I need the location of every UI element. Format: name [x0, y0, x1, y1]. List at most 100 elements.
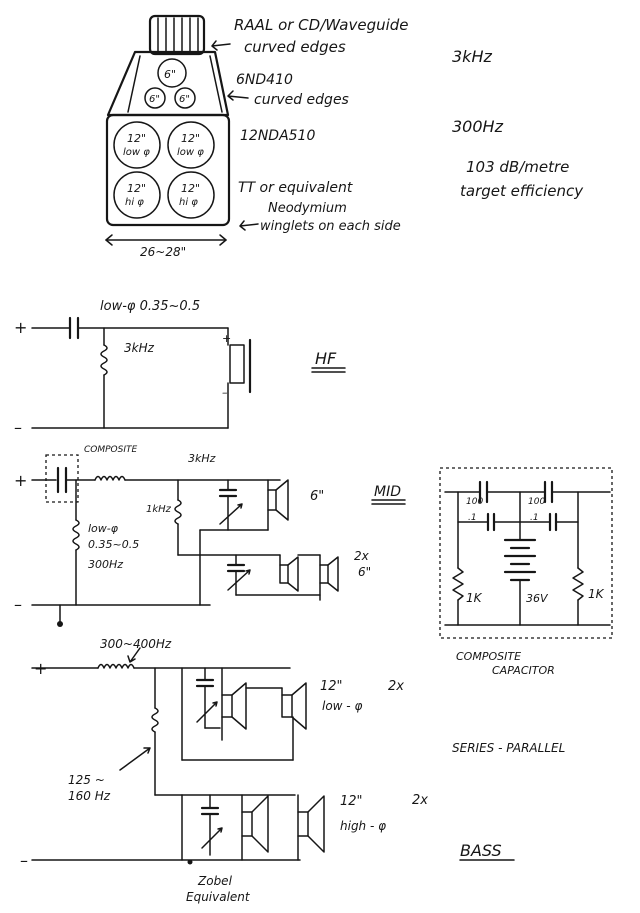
woofer-model-label: 12NDA510: [240, 128, 315, 144]
crossover-3khz-note: 3kHz: [452, 47, 492, 66]
cap-top-right: 100: [528, 497, 545, 507]
mid-title: MID: [374, 484, 401, 500]
cap-small-left: .1: [468, 513, 477, 523]
mid-labels: + – COMPOSITE 3kHz 1kHz low-φ 0.35~0.5 3…: [14, 445, 401, 614]
mid-shunt-coil: [72, 519, 80, 551]
composite-cap-labels: 100 100 .1 .1 1K 1K 36V COMPOSITE CAPACI…: [456, 497, 605, 677]
winglets-label: winglets on each side: [260, 219, 401, 234]
neodymium-label: Neodymium: [268, 201, 347, 216]
mid-small-right-label: 6": [179, 94, 190, 105]
hf-cap-label: low-φ 0.35~0.5: [100, 299, 200, 314]
bass-crossover: [31, 647, 515, 865]
woofer-1-size: 12": [127, 132, 146, 145]
bass-lower-woofer-2: [297, 811, 309, 837]
arrow-raal: [211, 40, 231, 51]
resistor-left-label: 1K: [466, 591, 483, 605]
bass-lower-count: 2x: [412, 793, 428, 808]
hf-plus: +: [14, 318, 27, 337]
mid-driver-top: [267, 489, 277, 511]
curved-edges-label: curved edges: [254, 92, 349, 108]
bass-labels: + – 300~400Hz 125 ~ 160 Hz 12" low - φ 2…: [20, 637, 565, 904]
resistor-left: [452, 567, 464, 601]
arrow-curved: [227, 90, 249, 101]
woofer-4: [167, 171, 215, 219]
mid-small-left-label: 6": [149, 94, 160, 105]
zobel-label-2: Equivalent: [186, 890, 251, 904]
tt-label: TT or equivalent: [238, 180, 353, 196]
mid-driver-pair-2: [319, 564, 329, 584]
mid-driver-pair-1: [279, 564, 289, 584]
woofer-2-size: 12": [181, 132, 200, 145]
woofer-4-imp: hi φ: [179, 197, 198, 208]
mid-series-coil: [94, 475, 126, 481]
bass-upper-size: 12": [320, 679, 343, 694]
hf-labels: + – low-φ 0.35~0.5 3kHz + – HF: [14, 299, 337, 437]
bass-low-arrow: [119, 747, 151, 771]
woofer-2: [167, 121, 215, 169]
mid-baffle: [106, 50, 230, 117]
speaker-cabinet-sketch: [105, 14, 259, 246]
efficiency-note-2: target efficiency: [460, 182, 584, 200]
bass-freq-top: 300~400Hz: [100, 637, 172, 651]
composite-cap-title-1: COMPOSITE: [456, 650, 521, 663]
bass-freq-low-1: 125 ~: [68, 773, 105, 787]
series-parallel-label: SERIES - PARALLEL: [452, 741, 565, 755]
bass-upper-woofer-1: [221, 694, 233, 718]
zobel-label-1: Zobel: [197, 874, 233, 888]
hf-minus: –: [14, 418, 22, 437]
woofer-2-imp: low φ: [177, 147, 204, 158]
mid-composite-label: COMPOSITE: [84, 445, 138, 455]
woofer-1-imp: low φ: [123, 147, 150, 158]
bass-upper-count: 2x: [388, 679, 404, 694]
woofer-4-size: 12": [181, 182, 200, 195]
hf-driver: [229, 344, 245, 384]
woofer-3: [113, 171, 161, 219]
resistor-right: [572, 567, 584, 601]
mid-crossover: [31, 454, 406, 627]
raal-driver: [148, 14, 206, 56]
mid-coil-label-1: low-φ: [88, 522, 119, 535]
resistor-right-label: 1K: [588, 587, 605, 601]
woofer-1: [113, 121, 161, 169]
mid-coil-label-2: 0.35~0.5: [88, 538, 139, 551]
width-label: 26~28": [140, 245, 186, 259]
crossover-300hz-note: 300Hz: [452, 117, 504, 136]
mid-main-label: 6": [164, 68, 176, 81]
cabinet-labels: RAAL or CD/Waveguide curved edges 6ND410…: [123, 16, 409, 259]
raal-label: RAAL or CD/Waveguide: [234, 16, 409, 34]
bass-title: BASS: [460, 841, 502, 860]
bass-upper-imp: low - φ: [322, 699, 362, 713]
efficiency-note-1: 103 dB/metre: [466, 158, 569, 176]
mid-minus: –: [14, 595, 22, 614]
composite-capacitor-diagram: [439, 467, 613, 639]
mid-driver-small-right: [174, 87, 196, 109]
hf-freq-label: 3kHz: [124, 341, 155, 355]
composite-cap-title-2: CAPACITOR: [492, 664, 555, 677]
bass-freq-arrow: [127, 647, 141, 663]
hf-driver-minus: –: [222, 386, 228, 399]
bass-minus: –: [20, 851, 28, 870]
bass-shunt-coil: [151, 707, 159, 733]
design-notes: 3kHz 300Hz 103 dB/metre target efficienc…: [452, 47, 584, 200]
cap-top-left: 100: [466, 497, 483, 507]
bass-plus: +: [34, 659, 47, 678]
mid-driver-top-size: 6": [310, 489, 324, 504]
battery-label: 36V: [526, 592, 549, 605]
woofer-3-size: 12": [127, 182, 146, 195]
hf-crossover: [31, 316, 346, 429]
midrange-model-label: 6ND410: [236, 72, 293, 88]
mid-driver-small-left: [144, 87, 166, 109]
mid-driver-pair-size: 6": [358, 565, 371, 579]
mid-coil-label-3: 300Hz: [88, 558, 123, 571]
hf-driver-plus: +: [222, 332, 231, 345]
cap-small-right: .1: [530, 513, 539, 523]
mid-driver-main: [157, 58, 187, 88]
mid-1khz-coil: [174, 499, 182, 525]
bass-lower-size: 12": [340, 794, 363, 809]
bass-lower-imp: high - φ: [340, 819, 386, 833]
bass-upper-woofer-2: [281, 694, 293, 718]
mid-freq-shunt: 1kHz: [146, 504, 172, 515]
mid-freq-top: 3kHz: [188, 452, 216, 465]
mid-driver-pair-count: 2x: [354, 549, 370, 563]
